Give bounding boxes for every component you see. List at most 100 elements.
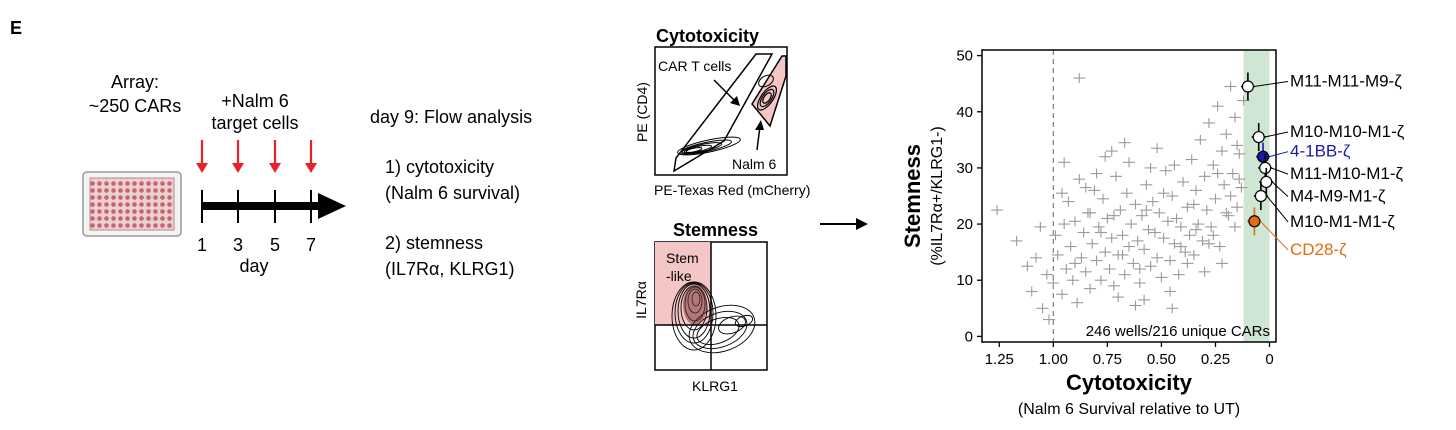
data-point (1187, 199, 1200, 210)
data-point (1198, 266, 1211, 277)
data-point (1094, 227, 1107, 238)
data-point (1181, 258, 1194, 269)
data-point (1231, 140, 1244, 151)
marker (1241, 80, 1254, 93)
y-tick-label: 30 (956, 160, 973, 177)
highlight-label: 4-1BB-ζ (1290, 142, 1351, 161)
leader-line (1271, 181, 1289, 197)
data-point (1177, 176, 1190, 187)
data-point (1112, 292, 1125, 303)
data-point (1140, 205, 1153, 216)
data-point (1116, 230, 1129, 241)
cytotoxicity-title: Cytotoxicity (656, 26, 760, 46)
data-point (1114, 205, 1127, 216)
highlight-point (1259, 167, 1274, 196)
x-tick-label: 0.75 (1093, 351, 1122, 368)
data-point (1228, 221, 1241, 232)
car-t-label: CAR T cells (658, 58, 732, 74)
timeline-header-line1: +Nalm 6 (221, 91, 289, 111)
stemness-ylabel: IL7Rα (632, 281, 649, 319)
y-tick-label: 50 (956, 48, 973, 65)
leader-line (1253, 81, 1289, 87)
data-point (1123, 157, 1135, 168)
data-point (1118, 269, 1131, 280)
panel-letter: E (10, 18, 23, 38)
data-point (1071, 297, 1084, 308)
data-point (1062, 196, 1075, 207)
car-t-gate (673, 53, 774, 173)
data-point (1068, 216, 1081, 227)
y-tick-label: 0 (965, 328, 973, 345)
data-point (1094, 275, 1107, 286)
data-point (1131, 235, 1144, 246)
data-point (1055, 188, 1068, 199)
data-point (1224, 81, 1237, 92)
data-point (1068, 258, 1081, 269)
timeline-header-line2: target cells (211, 113, 299, 133)
data-point (1231, 202, 1244, 213)
data-point (1040, 269, 1053, 280)
data-point (1058, 157, 1071, 168)
x-tick-label: 0.25 (1201, 351, 1230, 368)
data-point (1088, 185, 1101, 196)
data-point (1099, 247, 1112, 258)
data-point (1051, 249, 1064, 260)
data-point (1060, 264, 1073, 274)
data-point (1170, 213, 1183, 224)
data-point (1055, 289, 1068, 300)
well-plate-icon (82, 171, 182, 237)
data-point (1207, 230, 1220, 241)
data-point (1172, 269, 1185, 280)
item2-line1: 2) stemness (385, 233, 484, 253)
data-point (1025, 286, 1038, 297)
plot-frame (981, 49, 1277, 343)
data-point (1010, 235, 1023, 246)
cytotoxicity-xlabel: PE-Texas Red (mCherry) (654, 182, 811, 198)
y-tick-label: 40 (956, 104, 973, 121)
plate-label-line1: Array: (110, 72, 159, 92)
car-t-contours (677, 74, 774, 156)
x-axis-label: Cytotoxicity (1066, 370, 1193, 395)
x-tick-label: 1.00 (1039, 351, 1068, 368)
plate-label: Array: ~250 CARs (70, 70, 200, 118)
data-point (1220, 207, 1233, 218)
data-point (1075, 252, 1088, 263)
highlight-label: CD28-ζ (1290, 240, 1347, 259)
data-point (1155, 272, 1168, 283)
data-point (1118, 137, 1131, 148)
highlight-label: M4-M9-M1-ζ (1290, 187, 1386, 206)
highlight-label: M10-M10-M1-ζ (1290, 122, 1405, 141)
data-point (1211, 101, 1224, 112)
data-point (1202, 118, 1215, 128)
data-point (1183, 230, 1196, 241)
day-tick-7: 7 (305, 235, 316, 255)
data-point (1064, 241, 1077, 252)
data-point (1207, 160, 1220, 171)
data-point (991, 205, 1004, 216)
data-point (1168, 160, 1181, 171)
data-point (1174, 221, 1187, 232)
data-point (1235, 182, 1248, 193)
item1-line1: 1) cytotoxicity (385, 157, 495, 177)
leader-line (1260, 220, 1289, 251)
data-point (1043, 314, 1056, 325)
data-point (1127, 258, 1140, 269)
data-point (1190, 224, 1203, 235)
data-point (1174, 241, 1187, 252)
data-point (1129, 199, 1142, 210)
data-point (1090, 255, 1103, 266)
day-tick-5: 5 (269, 235, 280, 255)
data-point (1036, 303, 1049, 314)
item2-line2: (IL7Rα, KLRG1) (385, 259, 515, 279)
data-point (1233, 148, 1246, 159)
data-point (1164, 286, 1177, 297)
highlight-label: M11-M11-M9-ζ (1290, 72, 1402, 91)
data-point (1192, 219, 1205, 230)
data-point (1107, 210, 1120, 221)
data-point (1079, 182, 1092, 193)
leader-line (1266, 195, 1289, 223)
marker (1259, 161, 1272, 175)
highlighted-points (1240, 72, 1274, 236)
data-point (1110, 171, 1123, 182)
flow-to-scatter-arrow (820, 218, 868, 230)
